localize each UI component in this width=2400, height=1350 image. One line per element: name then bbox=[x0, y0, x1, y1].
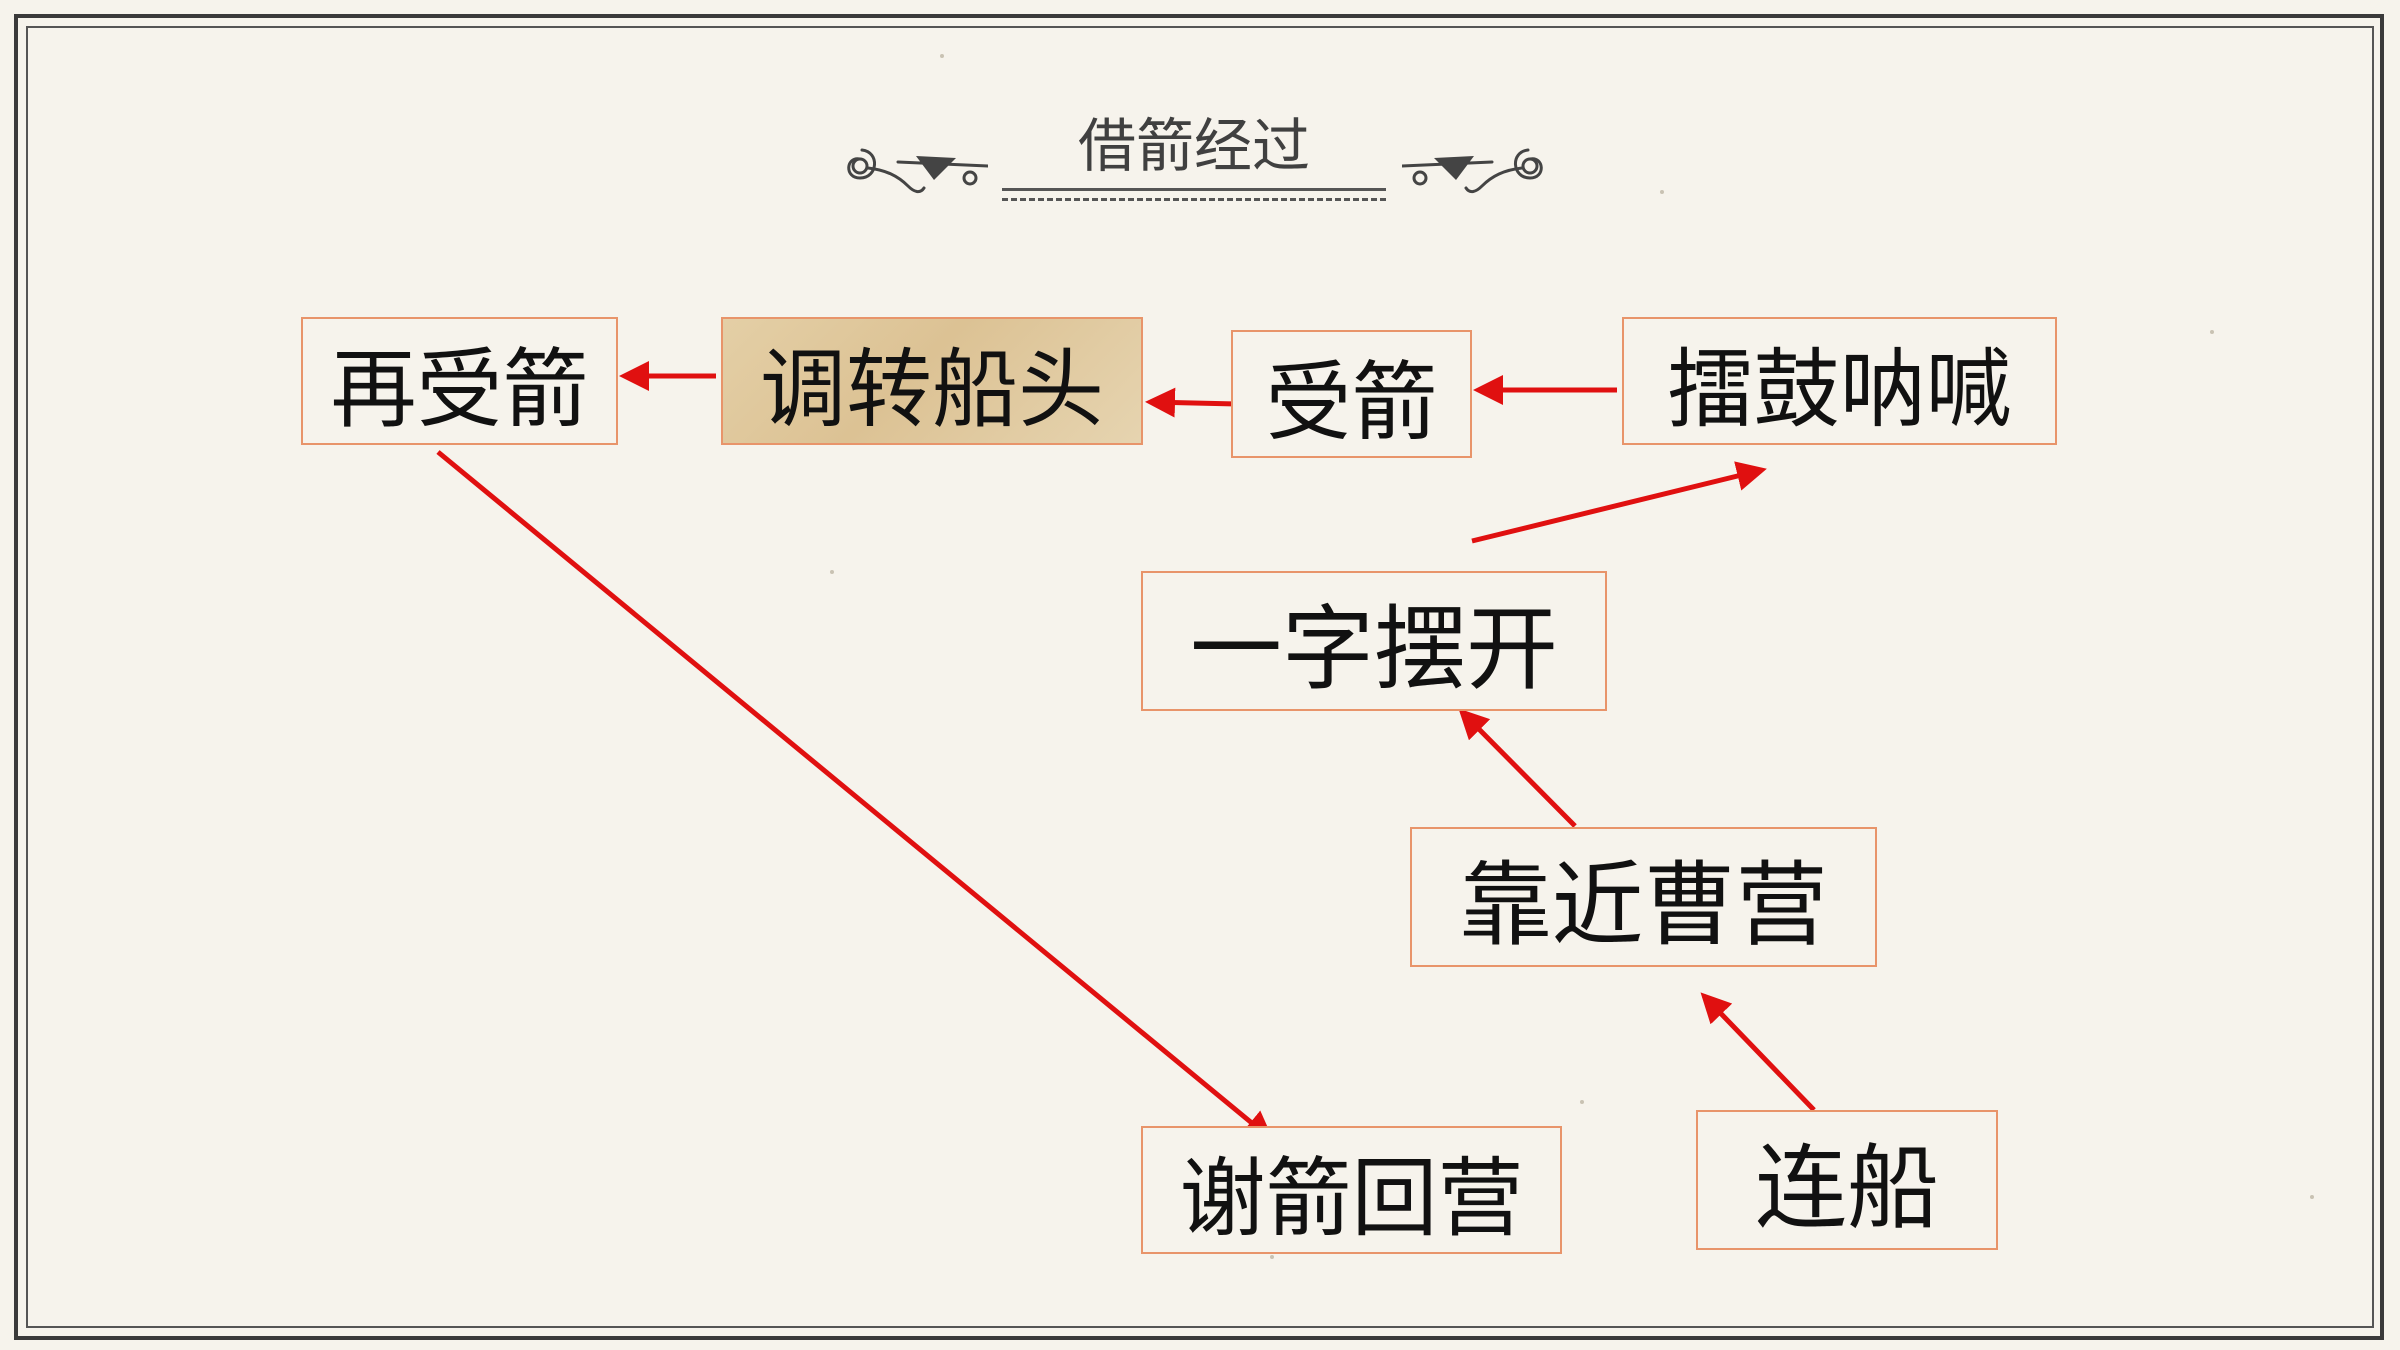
paper-speck bbox=[940, 54, 944, 58]
paper-speck bbox=[1660, 190, 1664, 194]
node-shou-jian: 受箭 bbox=[1231, 330, 1472, 458]
arrow-kaojin-to-yizi bbox=[1458, 708, 1577, 828]
title-block: 借箭经过 bbox=[998, 108, 1390, 208]
paper-speck bbox=[1580, 1100, 1584, 1104]
right-flourish-icon bbox=[1402, 148, 1543, 194]
node-lian-chuan: 连船 bbox=[1696, 1110, 1998, 1250]
arrow-zaishou-to-xiejian bbox=[436, 450, 1274, 1142]
paper-speck bbox=[830, 570, 834, 574]
node-zai-shou-jian: 再受箭 bbox=[301, 317, 618, 445]
node-tiao-zhuan-chuan-tou: 调转船头 bbox=[721, 317, 1143, 445]
node-lei-gu-na-han: 擂鼓呐喊 bbox=[1622, 317, 2057, 445]
node-yi-zi-bai-kai: 一字摆开 bbox=[1141, 571, 1607, 711]
title-dashed-underline bbox=[1002, 198, 1386, 201]
page-title: 借箭经过 bbox=[1077, 112, 1310, 180]
arrow-shoujian-to-tiaozhuan bbox=[1145, 387, 1238, 418]
title-underline bbox=[1002, 188, 1386, 191]
inner-frame bbox=[26, 26, 2374, 1328]
arrow-yizi-to-leigu bbox=[1471, 461, 1767, 544]
outer-frame bbox=[14, 14, 2384, 1340]
node-xie-jian-hui-ying: 谢箭回营 bbox=[1141, 1126, 1562, 1254]
left-flourish-icon bbox=[847, 148, 988, 194]
paper-speck bbox=[2310, 1195, 2314, 1199]
node-kao-jin-cao-ying: 靠近曹营 bbox=[1410, 827, 1877, 967]
paper-speck bbox=[1270, 1255, 1274, 1259]
arrow-lianchuan-to-kaojin bbox=[1700, 992, 1816, 1112]
paper-speck bbox=[2210, 330, 2214, 334]
